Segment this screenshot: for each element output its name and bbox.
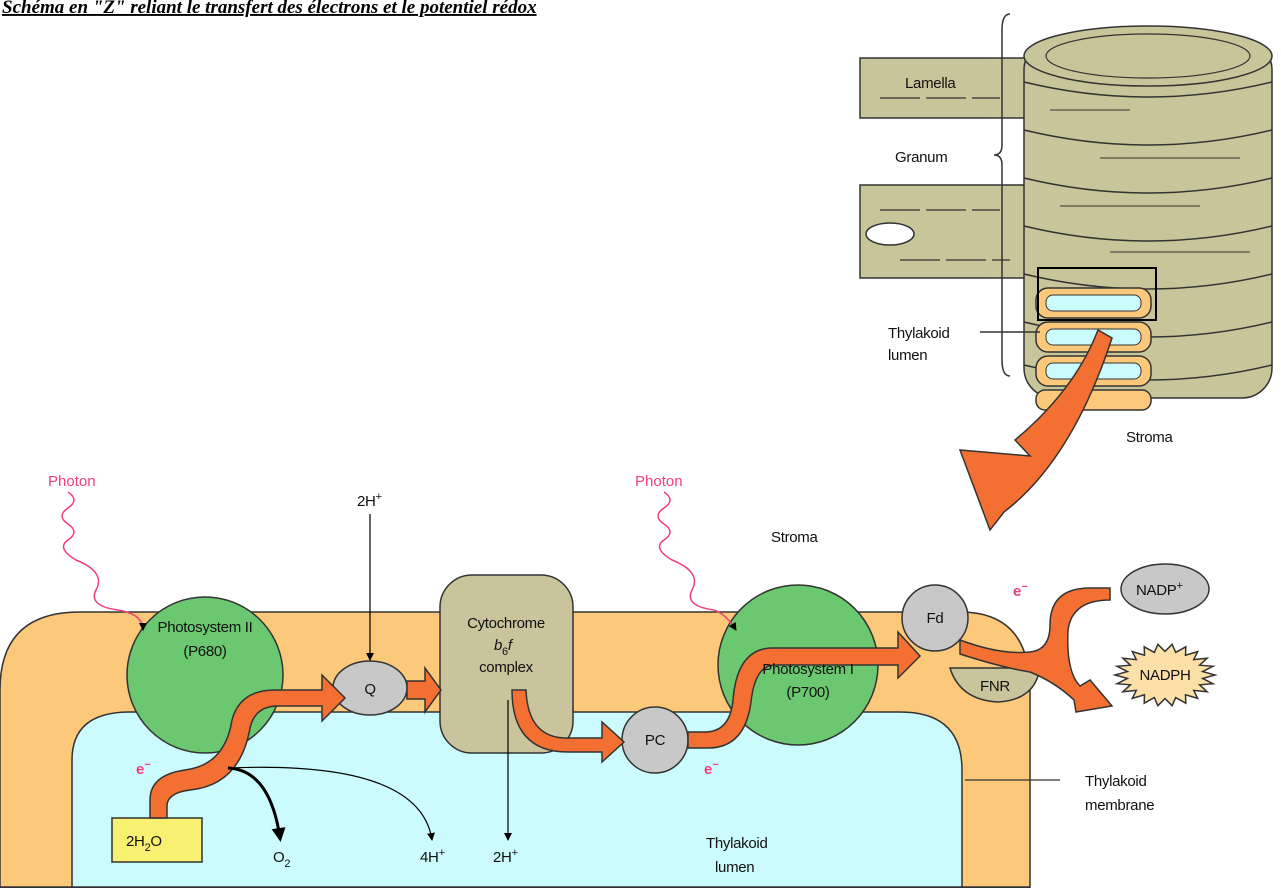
photon-wave-1	[62, 492, 143, 630]
lumen-label-2: lumen	[715, 859, 754, 876]
lumen-label-1: Thylakoid	[706, 835, 768, 852]
pc-label: PC	[645, 732, 666, 749]
cyt-label: Cytochrome	[467, 615, 545, 632]
nadph-label: NADPH	[1139, 667, 1190, 684]
lamella-label: Lamella	[905, 75, 956, 92]
inset-thylakoid-label: Thylakoid	[888, 325, 950, 342]
membrane-label-1: Thylakoid	[1085, 773, 1147, 790]
inset-stroma-label: Stroma	[1126, 429, 1174, 446]
nadp-label: NADP+	[1136, 580, 1183, 599]
stroma-label: Stroma	[771, 529, 819, 546]
inset-lumen-label: lumen	[888, 347, 927, 364]
membrane-label-2: membrane	[1085, 797, 1154, 814]
ps2-p680-label: (P680)	[183, 643, 227, 660]
ps2-label: Photosystem II	[157, 619, 252, 636]
granum-label: Granum	[895, 149, 947, 166]
fd-label: Fd	[927, 610, 944, 627]
ps1-label: Photosystem I	[762, 661, 853, 678]
electron-label-3: e−	[1013, 581, 1028, 600]
fnr-label: FNR	[980, 678, 1010, 695]
proton-top-label: 2H+	[357, 491, 382, 510]
granum-inset: Lamella Granum Thylakoid lumen Stroma	[860, 14, 1272, 530]
diagram-title: Schéma en "Z" reliant le transfert des é…	[2, 0, 537, 18]
photon-label-1: Photon	[48, 473, 96, 490]
photon-label-2: Photon	[635, 473, 683, 490]
photon-wave-2	[658, 492, 736, 630]
lamella-hole	[866, 223, 914, 245]
cyt-complex-label: complex	[479, 659, 534, 676]
ps1-p700-label: (P700)	[786, 684, 830, 701]
q-label: Q	[364, 681, 375, 698]
